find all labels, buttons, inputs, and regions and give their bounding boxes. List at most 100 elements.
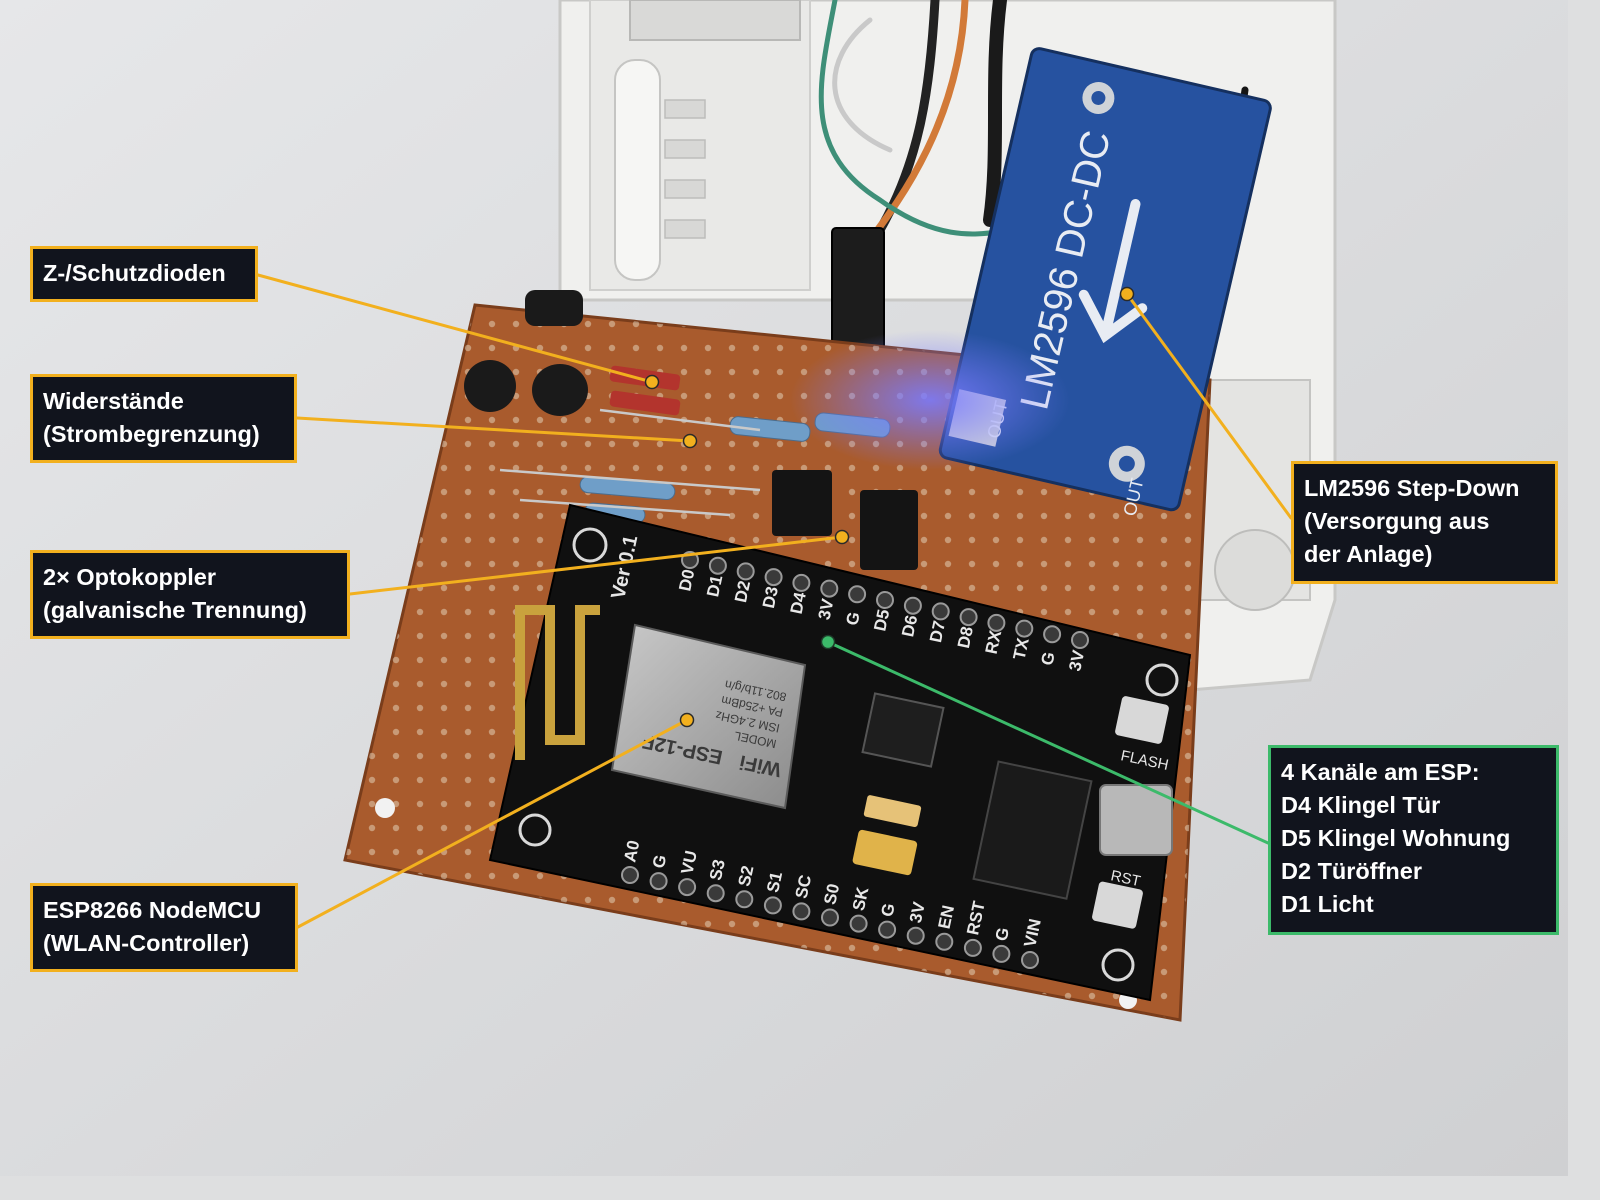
top-pin-label: G — [842, 610, 863, 627]
top-pin-label: G — [1037, 650, 1058, 667]
bottom-pin-label: SC — [792, 873, 815, 900]
callout-dot-opto — [834, 529, 850, 545]
hardware-photo: LM2596 DC-DC OUT OUT Ver 0.1 WiFi ESP-12… — [0, 0, 1568, 1176]
label-stepdown-line-3: der Anlage) — [1304, 541, 1433, 567]
top-pin-pad — [1071, 631, 1089, 649]
top-pin-label: D1 — [703, 573, 726, 598]
top-pin-label: D7 — [926, 619, 949, 644]
bottom-pin-pad — [792, 902, 811, 921]
top-pin-pad — [848, 585, 867, 604]
label-diodes: Z-/Schutzdioden — [30, 246, 258, 302]
bottom-pin-label: VU — [677, 849, 700, 876]
top-pin-pad — [987, 613, 1006, 632]
label-channels-line-2: D4 Klingel Tür — [1281, 792, 1441, 818]
callout-dot-resistors — [682, 433, 698, 449]
top-pin-pad — [876, 591, 894, 609]
bottom-pin-label: 3V — [906, 900, 929, 925]
bottom-pin-label: SK — [849, 885, 873, 913]
label-esp-line-1: ESP8266 NodeMCU — [43, 897, 262, 923]
top-pin-label: D3 — [759, 585, 782, 610]
callout-line-diodes — [256, 273, 654, 384]
top-pin-label: TX — [1010, 636, 1033, 662]
top-pin-label: 3V — [815, 596, 838, 621]
bottom-pin-label: G — [992, 926, 1013, 943]
top-pin-label: 3V — [1065, 648, 1088, 673]
callout-line-opto — [348, 535, 844, 596]
bottom-pin-label: G — [877, 902, 898, 919]
callout-line-channels — [826, 640, 1270, 845]
bottom-pin-pad — [649, 872, 668, 891]
callout-line-esp — [296, 718, 689, 929]
bottom-pin-pad — [849, 914, 868, 933]
label-opto-line-2: (galvanische Trennung) — [43, 597, 307, 623]
callout-line-resistors — [295, 416, 692, 443]
bottom-pin-pad — [821, 908, 839, 927]
label-diodes-line-1: Z-/Schutzdioden — [43, 260, 226, 286]
label-stepdown: LM2596 Step-Down (Versorgung aus der Anl… — [1291, 461, 1558, 584]
label-channels-line-1: 4 Kanäle am ESP: — [1281, 759, 1480, 785]
label-resistors: Widerstände (Strombegrenzung) — [30, 374, 297, 463]
bottom-pin-label: S3 — [706, 858, 729, 882]
top-pin-pad — [820, 579, 839, 598]
bottom-pin-pad — [963, 938, 982, 957]
bottom-pin-pad — [1021, 951, 1039, 969]
label-resistors-line-1: Widerstände — [43, 388, 184, 414]
label-channels: 4 Kanäle am ESP: D4 Klingel Tür D5 Kling… — [1268, 745, 1559, 935]
label-stepdown-line-1: LM2596 Step-Down — [1304, 475, 1520, 501]
top-pin-label: D4 — [787, 590, 810, 616]
bottom-pin-pad — [621, 866, 639, 884]
bottom-pin-pad — [935, 932, 954, 951]
led-glow — [790, 330, 1070, 470]
label-esp-line-2: (WLAN-Controller) — [43, 930, 250, 956]
top-pin-pad — [903, 596, 922, 615]
top-pin-label: D6 — [898, 613, 921, 638]
top-pin-label: D5 — [870, 608, 893, 633]
bottom-pin-label: S1 — [763, 870, 786, 894]
bottom-pin-label: EN — [935, 904, 958, 931]
top-pin-pad — [764, 568, 783, 587]
top-pin-pad — [1043, 625, 1062, 644]
label-stepdown-line-2: (Versorgung aus — [1304, 508, 1490, 534]
bottom-pin-pad — [878, 920, 897, 939]
bottom-pin-label: S0 — [820, 882, 843, 906]
label-optocouplers: 2× Optokoppler (galvanische Trennung) — [30, 550, 350, 639]
label-resistors-line-2: (Strombegrenzung) — [43, 421, 260, 447]
bottom-pin-pad — [678, 878, 697, 897]
bottom-pin-pad — [992, 944, 1011, 963]
bottom-pin-pad — [706, 884, 725, 903]
top-pin-label: D0 — [675, 568, 698, 593]
bottom-pin-label: S2 — [735, 864, 758, 888]
rst-button-text: RST — [1109, 867, 1142, 890]
annotated-photo: LM2596 DC-DC OUT OUT Ver 0.1 WiFi ESP-12… — [0, 0, 1568, 1176]
top-pin-pad — [708, 556, 727, 575]
top-pin-pad — [931, 602, 950, 621]
top-pin-pad — [959, 608, 978, 627]
label-esp: ESP8266 NodeMCU (WLAN-Controller) — [30, 883, 298, 972]
top-pin-pad — [736, 562, 755, 581]
callout-dot-esp — [679, 712, 695, 728]
label-opto-line-1: 2× Optokoppler — [43, 564, 217, 590]
callout-dots — [644, 286, 1135, 728]
top-pin-pad — [792, 573, 811, 592]
top-pin-label: D8 — [954, 625, 977, 650]
top-pin-pad — [1015, 619, 1034, 638]
components-upper — [464, 290, 918, 570]
callout-dot-diodes — [644, 374, 660, 390]
label-channels-line-3: D5 Klingel Wohnung — [1281, 825, 1511, 851]
label-channels-line-5: D1 Licht — [1281, 891, 1374, 917]
callout-dot-stepdown — [1119, 286, 1135, 302]
bottom-pin-pad — [906, 926, 925, 945]
top-pin-label: D2 — [731, 579, 754, 604]
bottom-pin-pad — [735, 890, 754, 909]
callout-dot-channels — [820, 634, 836, 650]
label-channels-line-4: D2 Türöffner — [1281, 858, 1422, 884]
nodemcu-board: Ver 0.1 WiFi ESP-12F MODEL ISM 2.4GHz PA… — [488, 503, 1192, 1002]
bottom-pin-pad — [763, 896, 782, 915]
bottom-pin-label: G — [649, 853, 670, 870]
top-pin-label: RX — [982, 628, 1006, 656]
callout-lines — [256, 273, 1293, 929]
callout-line-stepdown — [1125, 292, 1293, 520]
bottom-pin-label: A0 — [620, 839, 643, 864]
